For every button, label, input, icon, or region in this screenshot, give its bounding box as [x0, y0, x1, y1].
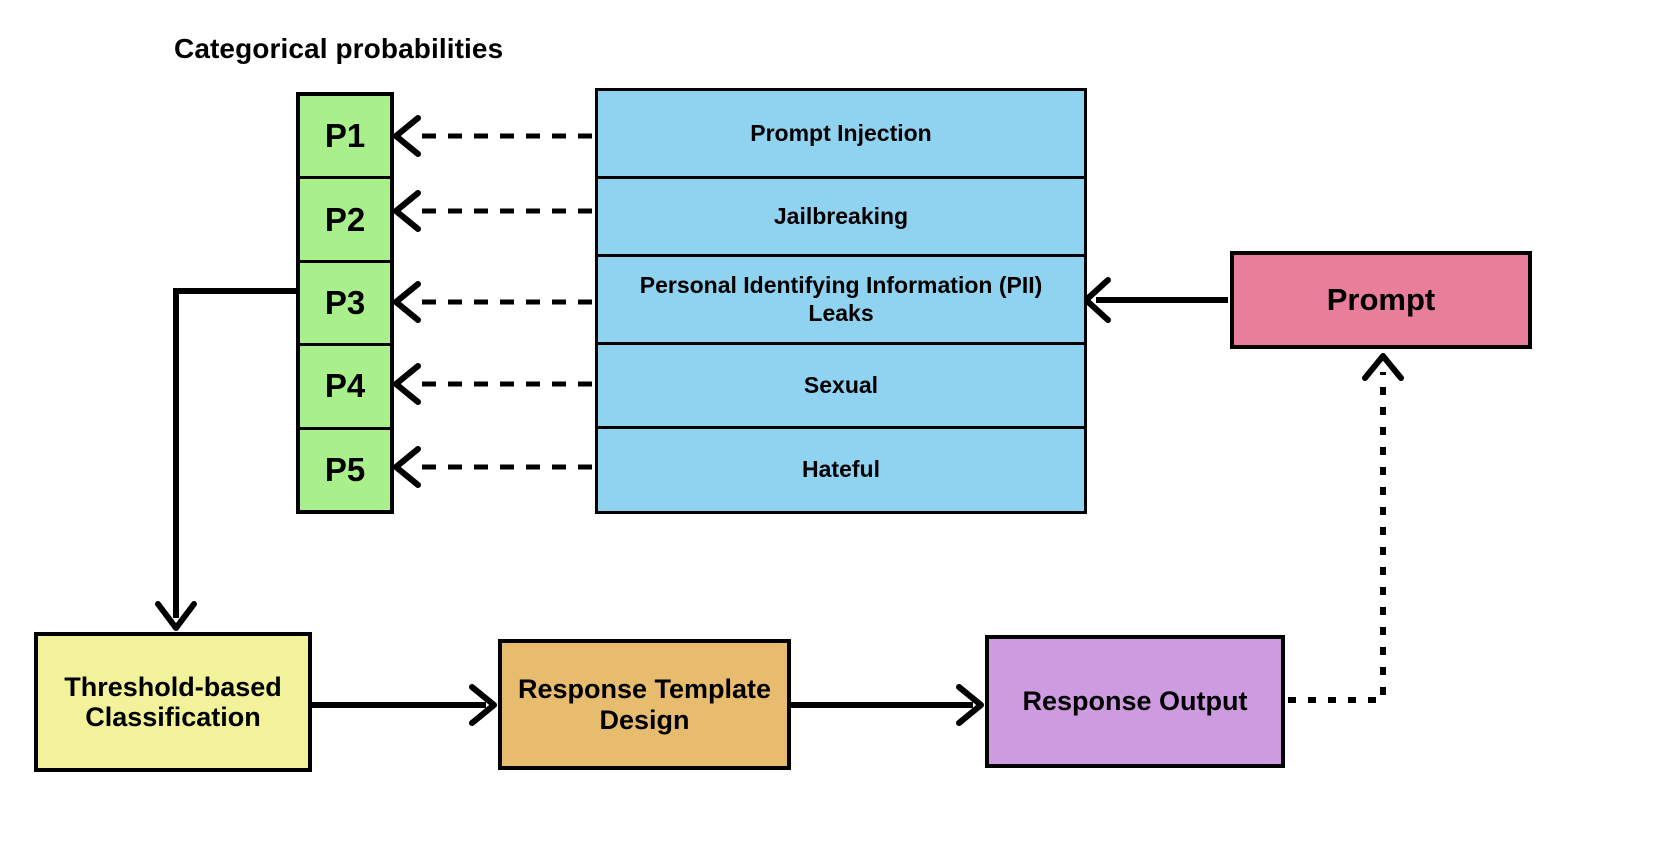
- probability-cell-p2: P2: [300, 179, 390, 263]
- node-threshold-based-classification: Threshold-based Classification: [34, 632, 312, 772]
- probability-stack: P1 P2 P3 P4 P5: [296, 92, 394, 514]
- arrowhead-threshold: [155, 601, 197, 631]
- page-title: Categorical probabilities: [174, 33, 504, 64]
- arrowhead-template: [469, 684, 497, 726]
- arrowhead-probability-3: [393, 281, 421, 323]
- category-cell-hateful: Hateful: [802, 456, 880, 483]
- probability-cell-p4: P4: [300, 346, 390, 430]
- arrowhead-probability-2: [393, 190, 421, 232]
- node-response-output: Response Output: [985, 635, 1285, 768]
- probability-cell-p5: P5: [324, 450, 366, 488]
- arrowhead-probability-4: [393, 363, 421, 405]
- category-stack: Prompt Injection Jailbreaking Personal I…: [595, 88, 1087, 514]
- node-response-template-design: Response Template Design: [498, 639, 791, 770]
- arrowhead-probability-1: [393, 115, 421, 157]
- category-cell-pii-leaks: Personal Identifying Information (PII) L…: [598, 257, 1084, 345]
- probability-cell-p3: P3: [300, 263, 390, 347]
- arrowhead-probability-5: [393, 446, 421, 488]
- probability-cell-p1: P1: [300, 96, 390, 180]
- connector-output-to-prompt-feedback: [1288, 372, 1386, 703]
- category-cell-jailbreaking: Jailbreaking: [598, 179, 1084, 257]
- category-cell-sexual: Sexual: [598, 345, 1084, 429]
- node-prompt: Prompt: [1230, 251, 1532, 349]
- arrowhead-prompt-feedback: [1362, 353, 1404, 381]
- connector-probabilities-to-threshold: [173, 288, 298, 618]
- category-cell-prompt-injection: Prompt Injection: [598, 91, 1084, 179]
- arrowhead-output: [956, 684, 984, 726]
